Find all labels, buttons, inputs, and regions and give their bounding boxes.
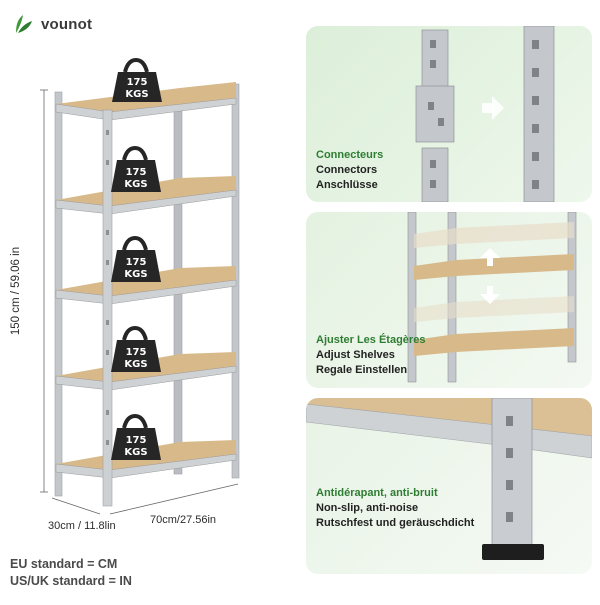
weight-3-unit: KGS <box>124 269 147 280</box>
weight-2-unit: KGS <box>124 179 147 190</box>
front-post <box>102 109 113 507</box>
caption-en: Connectors <box>316 164 378 176</box>
non-slip-caption: Antidérapant, anti-bruit Non-slip, anti-… <box>316 486 474 531</box>
weight-5-value: 175 <box>126 435 147 446</box>
weight-1-value: 175 <box>127 77 148 88</box>
weight-4-value: 175 <box>126 347 147 358</box>
weight-1-unit: KGS <box>125 89 148 100</box>
feature-panel-connectors: Connecteurs Connectors Anschlüsse <box>306 26 592 202</box>
shelf-drawing: 175 KGS 175 KGS 175 KGS 175 KGS 175 KGS <box>40 57 240 515</box>
brand-name: vounot <box>41 15 93 33</box>
adjust-shelves-caption: Ajuster Les Étagères Adjust Shelves Rega… <box>316 333 425 378</box>
weight-3: 175 KGS <box>111 235 161 282</box>
caption-de: Rutschfest und geräuschdicht <box>316 517 475 529</box>
arrow-up-icon <box>480 248 500 266</box>
caption-en: Non-slip, anti-noise <box>316 502 419 514</box>
us-standard-note: US/UK standard = IN <box>10 574 132 588</box>
dimension-lines <box>40 89 239 515</box>
weight-1: 175 KGS <box>112 57 162 102</box>
rubber-foot <box>482 544 544 560</box>
width-dimension: 70cm/27.56in <box>150 514 217 526</box>
eu-standard-note: EU standard = CM <box>10 557 118 571</box>
leaf-logo-icon <box>16 15 32 33</box>
weight-2-value: 175 <box>126 167 147 178</box>
caption-en: Adjust Shelves <box>316 349 395 361</box>
feature-panel-non-slip: Antidérapant, anti-bruit Non-slip, anti-… <box>306 398 592 574</box>
depth-dimension: 30cm / 11.8lin <box>48 520 116 532</box>
adjust-shelves-illustration <box>407 212 577 383</box>
brand-logo: vounot <box>12 13 92 35</box>
caption-fr: Antidérapant, anti-bruit <box>316 487 438 499</box>
connectors-illustration <box>415 26 555 202</box>
weight-4: 175 KGS <box>111 325 161 372</box>
weight-2: 175 KGS <box>111 145 161 192</box>
feature-panel-adjust-shelves: Ajuster Les Étagères Adjust Shelves Rega… <box>306 212 592 388</box>
shelf-unit-illustration: 175 KGS 175 KGS 175 KGS 175 KGS 175 KGS <box>0 0 300 600</box>
weight-4-unit: KGS <box>124 359 147 370</box>
height-dimension: 150 cm / 59.06 in <box>10 246 23 336</box>
arrow-down-icon <box>480 286 500 304</box>
weight-5: 175 KGS <box>111 413 161 460</box>
caption-fr: Connecteurs <box>316 149 384 161</box>
connectors-caption: Connecteurs Connectors Anschlüsse <box>316 148 383 193</box>
post-slots <box>106 130 109 445</box>
non-slip-illustration <box>306 398 592 560</box>
caption-de: Anschlüsse <box>316 179 378 191</box>
caption-de: Regale Einstellen <box>316 364 408 376</box>
arrow-right-icon <box>482 96 504 120</box>
caption-fr: Ajuster Les Étagères <box>316 334 426 346</box>
weight-5-unit: KGS <box>124 447 147 458</box>
weight-3-value: 175 <box>126 257 147 268</box>
